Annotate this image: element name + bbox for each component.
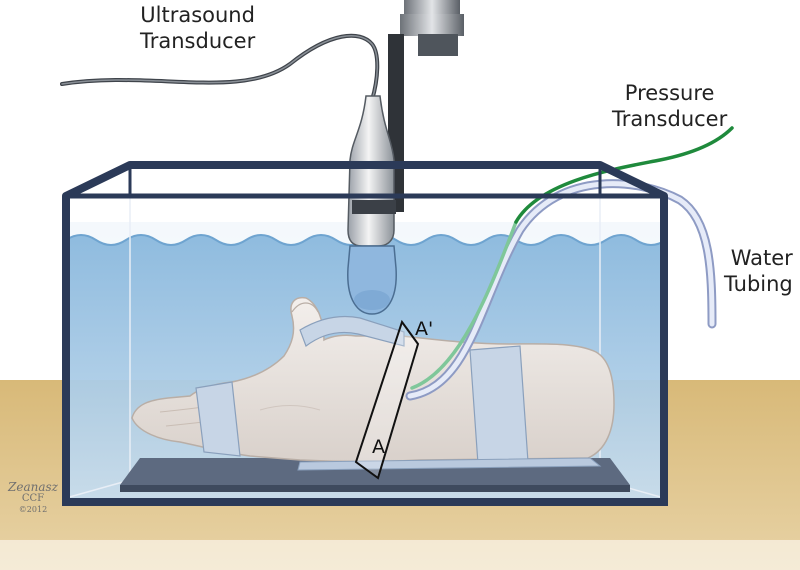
- ultrasound-cable: [60, 33, 380, 102]
- signature-org: CCF: [21, 493, 45, 504]
- water-tubing: [405, 179, 717, 401]
- label-ultrasound-line1: Ultrasound: [140, 3, 255, 27]
- label-water-tubing: Water Tubing: [724, 245, 793, 297]
- tank-frame: [62, 161, 668, 506]
- label-ultrasound-line2: Transducer: [140, 29, 256, 53]
- label-pressure-line2: Transducer: [612, 107, 728, 131]
- signature-name: Zeanasz: [8, 480, 58, 494]
- marker-a-prime: A': [415, 318, 434, 340]
- signature-year: ©2012: [18, 505, 48, 514]
- label-pressure-line1: Pressure: [624, 81, 715, 105]
- ultrasound-transducer: [347, 95, 397, 315]
- label-pressure-transducer: Pressure Transducer: [612, 80, 727, 132]
- label-ultrasound-transducer: Ultrasound Transducer: [140, 2, 255, 54]
- label-water-line1: Water: [730, 246, 793, 270]
- marker-a: A: [372, 436, 385, 458]
- section-plane: [354, 319, 420, 480]
- artist-signature: Zeanasz CCF ©2012: [8, 480, 58, 515]
- splint-straps: [195, 315, 602, 471]
- label-water-line2: Tubing: [724, 272, 793, 296]
